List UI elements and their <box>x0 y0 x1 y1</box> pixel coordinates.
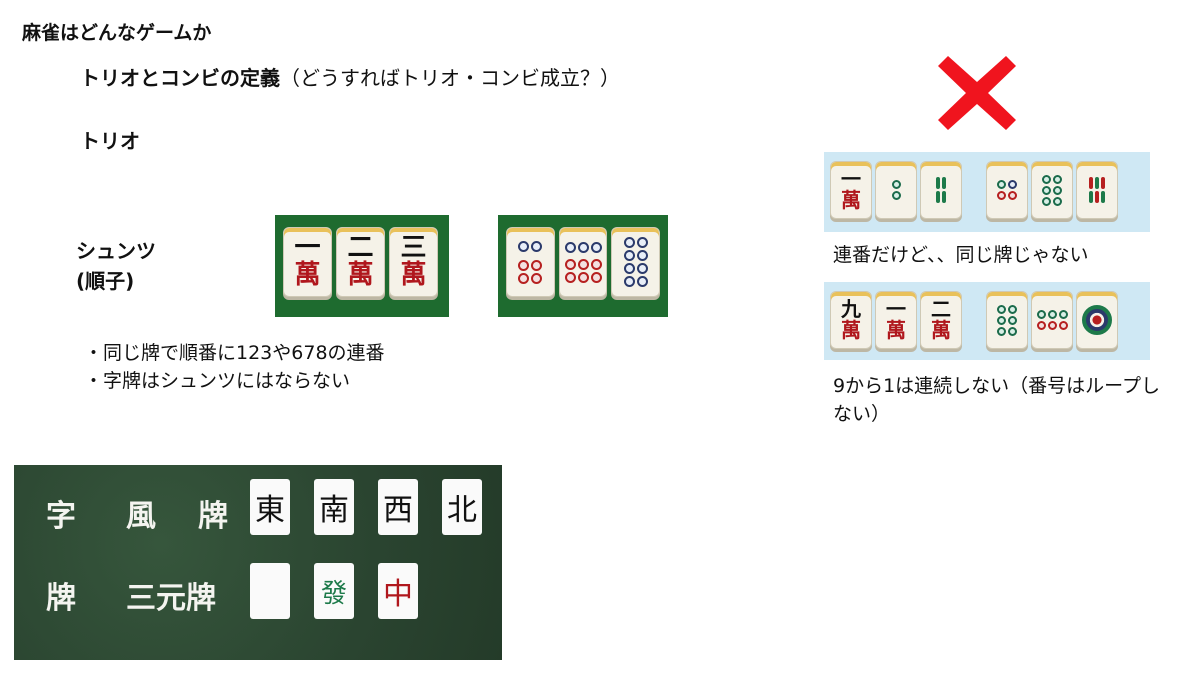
board-label-ji: 字 <box>46 499 76 534</box>
bad2-man-tile: 二 萬 <box>920 291 962 349</box>
shuntsu-label-line2: (順子) <box>76 269 135 293</box>
bad1-sou-tile-icon <box>920 161 962 219</box>
tile-number: 一 <box>886 297 906 321</box>
tile-suit: 萬 <box>886 318 906 342</box>
tile-suit: 萬 <box>931 318 951 342</box>
bad2-pin-tile-icon <box>1076 291 1118 349</box>
rule-item: ・同じ牌で順番に123や678の連番 <box>84 342 385 364</box>
bad1-pin-tile-icon <box>875 161 917 219</box>
page-title: 麻雀はどんなゲームか <box>22 22 212 44</box>
tile-suit: 萬 <box>841 318 861 342</box>
pin-tile-4-icon <box>506 227 555 297</box>
wind-tile-north: 北 <box>442 479 482 535</box>
tile-number: 二 <box>347 233 374 263</box>
wind-label-fuu: 風 <box>126 499 156 534</box>
bad-example-wraparound: 九 萬 一 萬 二 萬 <box>824 282 1150 360</box>
dragon-tile-green: 發 <box>314 563 354 619</box>
dragon-label: 三元牌 <box>126 581 216 616</box>
dragon-tile-red: 中 <box>378 563 418 619</box>
tile-number: 三 <box>400 233 427 263</box>
tile-number: 九 <box>841 297 861 321</box>
wind-label-hai: 牌 <box>198 499 228 534</box>
subtitle-bold: トリオとコンビの定義 <box>80 66 280 90</box>
bad1-man-tile: 一 萬 <box>830 161 872 219</box>
bad-example-mixed-suits: 一 萬 <box>824 152 1150 232</box>
bad1-sou-tile-icon <box>1076 161 1118 219</box>
subtitle-rest: （どうすればトリオ・コンビ成立？） <box>280 66 620 90</box>
rules-list: ・同じ牌で順番に123や678の連番 ・字牌はシュンツにはならない <box>84 339 385 395</box>
rule-item: ・字牌はシュンツにはならない <box>84 370 351 392</box>
honor-tiles-board: 字 牌 風 牌 三元牌 東 南 西 北 發 中 <box>14 465 502 660</box>
shuntsu-label: シュンツ (順子) <box>76 236 156 296</box>
pin-tile-5-icon <box>558 227 608 297</box>
man-tile-2: 二 萬 <box>336 227 385 297</box>
bad2-pin-tile-icon <box>986 291 1028 349</box>
tile-suit: 萬 <box>347 260 374 290</box>
dragon-tile-white <box>250 563 290 619</box>
tile-suit: 萬 <box>400 260 427 290</box>
bad1-pin-tile-icon <box>1031 161 1073 219</box>
bad2-pin-tile-icon <box>1031 291 1073 349</box>
bad1-pin-tile-icon <box>986 161 1028 219</box>
pin-sequence-tiles <box>498 215 668 317</box>
tile-suit: 萬 <box>294 260 321 290</box>
wind-tile-east: 東 <box>250 479 290 535</box>
tile-suit: 萬 <box>841 188 861 212</box>
tile-number: 一 <box>294 233 321 263</box>
man-tile-1: 一 萬 <box>283 227 332 297</box>
tile-number: 一 <box>841 167 861 191</box>
man-sequence-tiles: 一 萬 二 萬 三 萬 <box>275 215 449 317</box>
wind-tile-west: 西 <box>378 479 418 535</box>
bad2-man-tile: 九 萬 <box>830 291 872 349</box>
trio-heading: トリオ <box>80 129 140 153</box>
wind-tile-south: 南 <box>314 479 354 535</box>
board-label-hai: 牌 <box>46 581 76 616</box>
caption-not-same-suit: 連番だけど、、同じ牌じゃない <box>833 244 1089 266</box>
bad2-man-tile: 一 萬 <box>875 291 917 349</box>
man-tile-3: 三 萬 <box>389 227 438 297</box>
pin-tile-6-icon <box>611 227 661 297</box>
cross-icon <box>938 56 1016 130</box>
caption-no-wraparound: 9から1は連続しない（番号はループしない） <box>833 375 1161 425</box>
tile-number: 二 <box>931 297 951 321</box>
subtitle: トリオとコンビの定義（どうすればトリオ・コンビ成立？） <box>80 62 620 91</box>
shuntsu-label-line1: シュンツ <box>76 239 156 263</box>
